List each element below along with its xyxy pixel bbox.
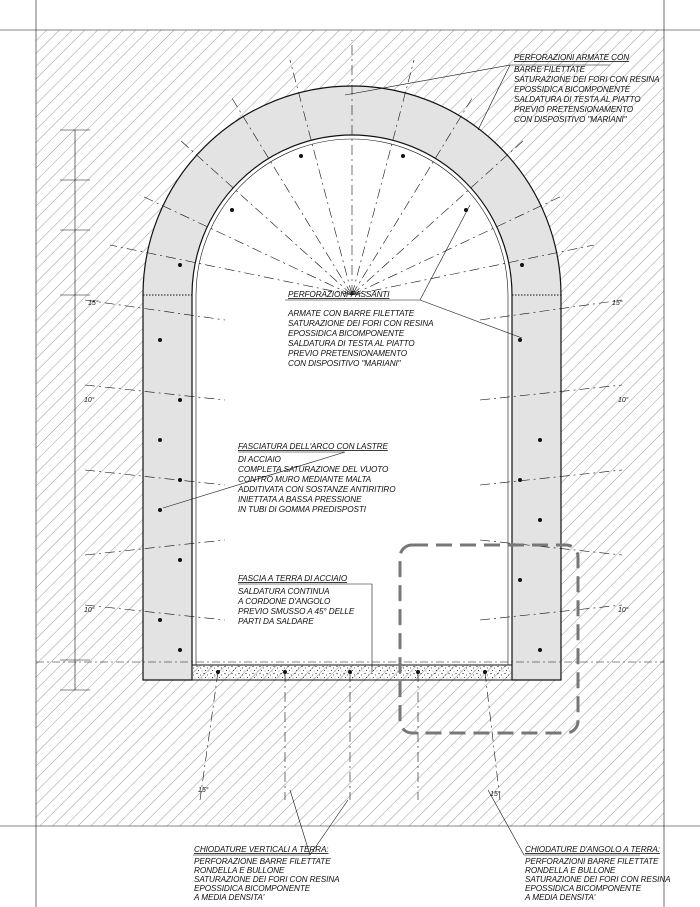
angle-label-ground-right: 15° bbox=[490, 790, 501, 798]
svg-text:A CORDONE D'ANGOLO: A CORDONE D'ANGOLO bbox=[237, 597, 331, 606]
svg-text:EPOSSIDICA BICOMPONENTE: EPOSSIDICA BICOMPONENTE bbox=[525, 884, 642, 893]
angle-label-ground-left: 15° bbox=[198, 786, 209, 794]
ground-steel-band bbox=[191, 664, 513, 681]
svg-text:INIETTATA A BASSA PRESSIONE: INIETTATA A BASSA PRESSIONE bbox=[238, 495, 362, 504]
svg-text:SATURAZIONE DEI FORI CON RESIN: SATURAZIONE DEI FORI CON RESINA bbox=[514, 75, 660, 84]
svg-text:EPOSSIDICA BICOMPONENTE: EPOSSIDICA BICOMPONENTE bbox=[194, 884, 311, 893]
svg-text:FASCIATURA DELL'ARCO CON LASTR: FASCIATURA DELL'ARCO CON LASTRE bbox=[238, 442, 388, 451]
label-perforazioni-passanti: PERFORAZIONI PASSANTI ARMATE CON BARRE F… bbox=[287, 290, 434, 368]
svg-text:EPOSSIDICA BICOMPONENTE: EPOSSIDICA BICOMPONENTE bbox=[288, 329, 405, 338]
angle-label-right-mid: 10° bbox=[618, 396, 629, 404]
svg-text:RONDELLA E BULLONE: RONDELLA E BULLONE bbox=[525, 866, 616, 875]
svg-text:SATURAZIONE DEI FORI CON RESIN: SATURAZIONE DEI FORI CON RESINA bbox=[194, 875, 340, 884]
angle-label-left-mid: 10° bbox=[84, 396, 95, 404]
svg-text:ARMATE CON BARRE FILETTATE: ARMATE CON BARRE FILETTATE bbox=[287, 309, 415, 318]
label-chiodature-angolo: CHIODATURE D'ANGOLO A TERRA: PERFORAZION… bbox=[524, 845, 671, 902]
svg-text:CHIODATURE VERTICALI A TERRA:: CHIODATURE VERTICALI A TERRA: bbox=[194, 845, 329, 854]
arch-opening bbox=[192, 135, 512, 665]
svg-text:CON DISPOSITIVO "MARIANI": CON DISPOSITIVO "MARIANI" bbox=[514, 115, 628, 124]
svg-text:SALDATURA DI TESTA AL PIATTO: SALDATURA DI TESTA AL PIATTO bbox=[514, 95, 641, 104]
svg-text:BARRE FILETTATE: BARRE FILETTATE bbox=[514, 65, 586, 74]
label-perforazioni-armate: PERFORAZIONI ARMATE CON BARRE FILETTATE … bbox=[514, 53, 660, 124]
svg-text:SALDATURA DI TESTA AL PIATTO: SALDATURA DI TESTA AL PIATTO bbox=[288, 339, 415, 348]
svg-text:A MEDIA DENSITA': A MEDIA DENSITA' bbox=[524, 893, 596, 902]
label-fasciatura: FASCIATURA DELL'ARCO CON LASTRE DI ACCIA… bbox=[237, 442, 396, 514]
angle-label-left-top: 15° bbox=[88, 299, 99, 307]
svg-text:PERFORAZIONE BARRE FILETTATE: PERFORAZIONE BARRE FILETTATE bbox=[194, 857, 331, 866]
svg-text:PARTI DA SALDARE: PARTI DA SALDARE bbox=[238, 617, 314, 626]
svg-text:IN TUBI DI GOMMA PREDISPOSTI: IN TUBI DI GOMMA PREDISPOSTI bbox=[238, 505, 367, 514]
svg-text:RONDELLA E BULLONE: RONDELLA E BULLONE bbox=[194, 866, 285, 875]
svg-text:PREVIO PRETENSIONAMENTO: PREVIO PRETENSIONAMENTO bbox=[514, 105, 634, 114]
svg-text:PERFORAZIONI PASSANTI: PERFORAZIONI PASSANTI bbox=[288, 290, 390, 299]
bolt-markers bbox=[158, 154, 542, 674]
svg-text:A MEDIA DENSITA': A MEDIA DENSITA' bbox=[193, 893, 265, 902]
detail-callout-box bbox=[398, 543, 580, 735]
svg-text:DI ACCIAIO: DI ACCIAIO bbox=[238, 455, 282, 464]
svg-text:CON DISPOSITIVO "MARIANI": CON DISPOSITIVO "MARIANI" bbox=[288, 359, 402, 368]
svg-text:COMPLETA SATURAZIONE DEL VUOTO: COMPLETA SATURAZIONE DEL VUOTO bbox=[238, 465, 389, 474]
leader-lines bbox=[162, 64, 640, 856]
svg-text:CHIODATURE D'ANGOLO A TERRA:: CHIODATURE D'ANGOLO A TERRA: bbox=[525, 845, 660, 854]
label-chiodature-verticali: CHIODATURE VERTICALI A TERRA: PERFORAZIO… bbox=[193, 845, 340, 902]
angle-label-left-low: 10° bbox=[84, 606, 95, 614]
svg-text:PREVIO SMUSSO A 45° DELLE: PREVIO SMUSSO A 45° DELLE bbox=[238, 607, 355, 616]
radial-bores bbox=[109, 40, 595, 296]
jamb-bores bbox=[84, 299, 623, 621]
dimension-chain-left bbox=[60, 129, 90, 691]
svg-text:SATURAZIONE DEI FORI CON RESIN: SATURAZIONE DEI FORI CON RESINA bbox=[288, 319, 434, 328]
label-fascia-terra: FASCIA A TERRA DI ACCIAIO SALDATURA CONT… bbox=[237, 574, 355, 626]
svg-text:PERFORAZIONI BARRE FILETTATE: PERFORAZIONI BARRE FILETTATE bbox=[525, 857, 659, 866]
svg-text:SATURAZIONE DEI FORI CON RESIN: SATURAZIONE DEI FORI CON RESINA bbox=[525, 875, 671, 884]
svg-text:ADDITIVATA CON SOSTANZE ANTIRI: ADDITIVATA CON SOSTANZE ANTIRITIRO bbox=[237, 485, 396, 494]
svg-text:EPOSSIDICA BICOMPONENTE: EPOSSIDICA BICOMPONENTE bbox=[514, 85, 631, 94]
steel-lining-band bbox=[142, 85, 562, 681]
svg-text:PERFORAZIONI ARMATE CON: PERFORAZIONI ARMATE CON bbox=[514, 53, 629, 62]
svg-text:CONTRO MURO MEDIANTE MALTA: CONTRO MURO MEDIANTE MALTA bbox=[238, 475, 372, 484]
svg-text:PREVIO PRETENSIONAMENTO: PREVIO PRETENSIONAMENTO bbox=[288, 349, 408, 358]
ground-bores bbox=[199, 671, 501, 801]
angle-label-right-low: 10° bbox=[618, 606, 629, 614]
angle-label-right-top: 15° bbox=[612, 299, 623, 307]
svg-text:SALDATURA CONTINUA: SALDATURA CONTINUA bbox=[238, 587, 330, 596]
svg-text:FASCIA A TERRA DI ACCIAIO: FASCIA A TERRA DI ACCIAIO bbox=[238, 574, 348, 583]
